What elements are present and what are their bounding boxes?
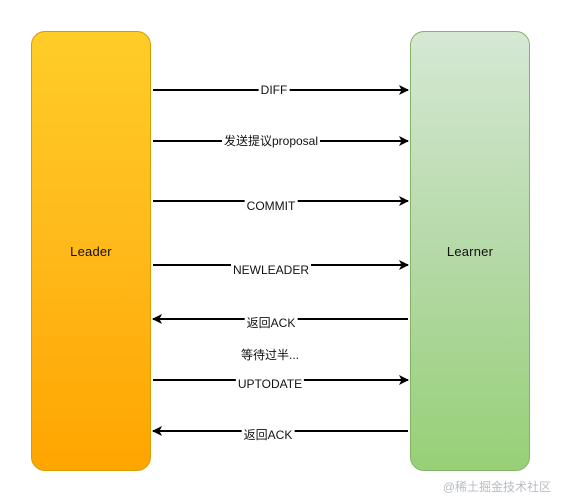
message-label-uptodate: UPTODATE (235, 377, 305, 391)
learner-label: Learner (446, 243, 494, 259)
watermark: @稀土掘金技术社区 (442, 480, 551, 494)
leader-label: Leader (70, 243, 112, 259)
message-label-diff: DIFF (258, 83, 290, 97)
leader-box: Leader (31, 31, 151, 471)
message-label-ack-1: 返回ACK (244, 316, 298, 330)
message-label-proposal: 发送提议proposal (221, 134, 321, 148)
learner-box: Learner (410, 31, 530, 471)
waiting-note: 等待过半... (240, 348, 300, 362)
message-label-newleader: NEWLEADER (230, 263, 312, 277)
message-label-commit: COMMIT (244, 199, 298, 213)
message-label-ack-2: 返回ACK (241, 428, 295, 442)
